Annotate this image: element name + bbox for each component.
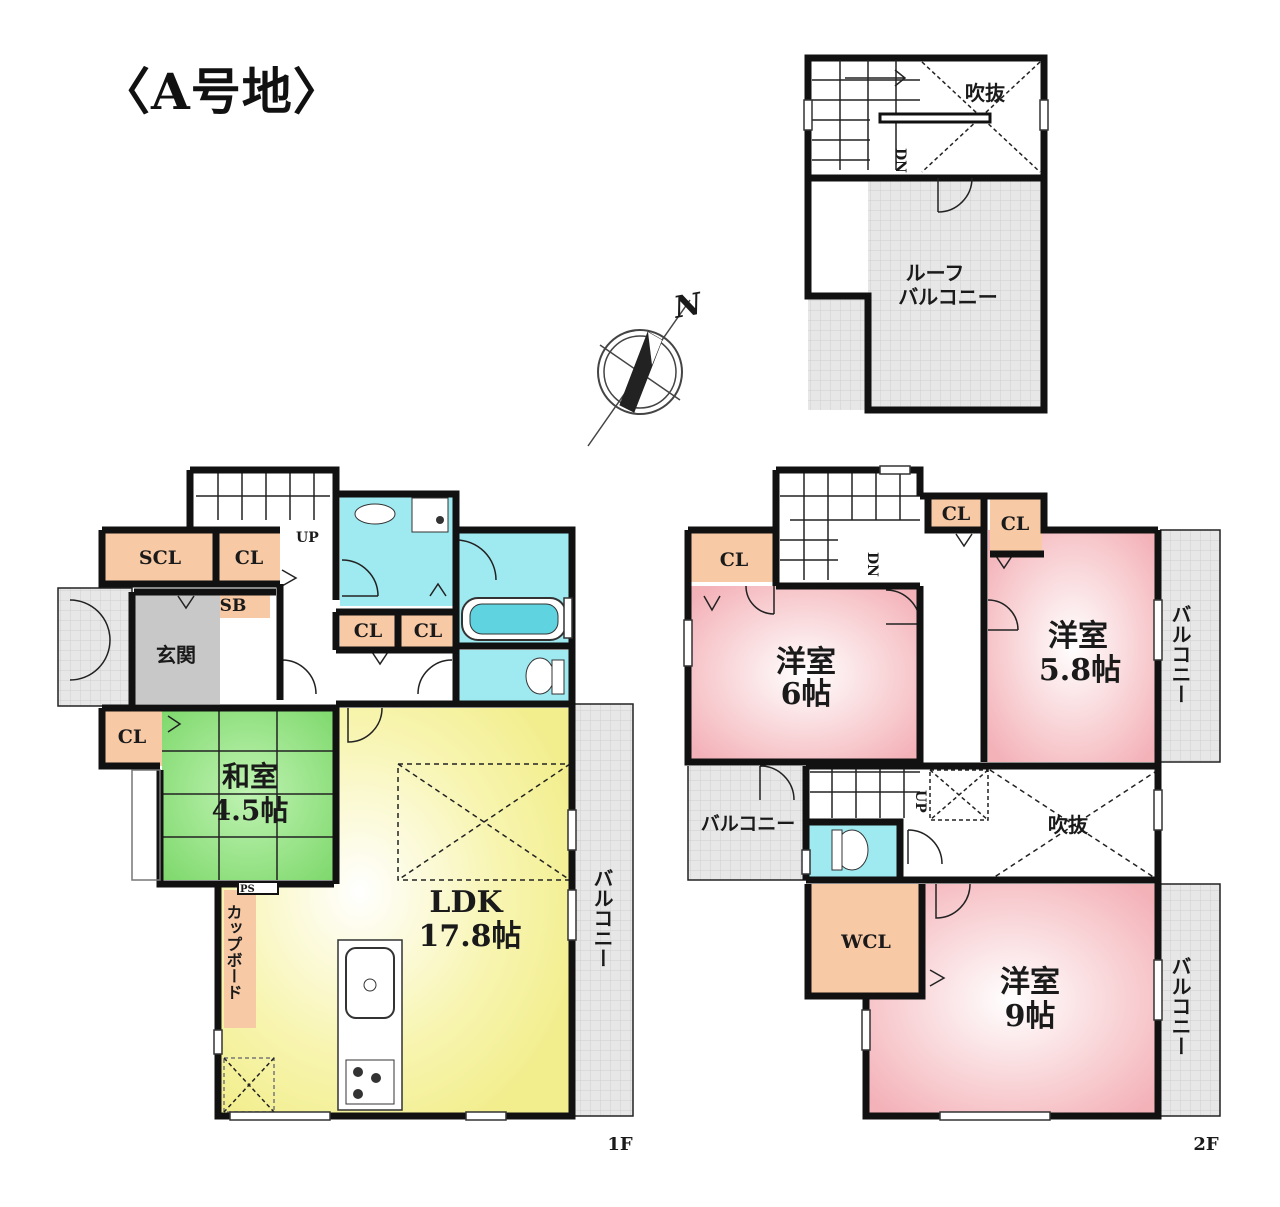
cl-washroom-1-room <box>340 612 396 648</box>
genkan-label: 玄関 <box>156 643 196 667</box>
cupboard <box>224 890 256 1028</box>
washbasin-icon <box>354 503 396 525</box>
floor-3-plan: DN 吹抜 ルーフ バルコニー <box>804 54 1048 414</box>
porch-area <box>58 588 132 706</box>
floor-2-plan: DN UP CL CL CL 洋室 6帖 洋室 5. <box>683 99 1221 1155</box>
room58-name-label: 洋室 <box>1048 619 1108 654</box>
sb-label: SB <box>220 596 247 616</box>
room6-size-label: 6帖 <box>781 677 832 712</box>
room-5-8-jo <box>988 530 1158 762</box>
room-9-jo <box>866 884 1158 1116</box>
balcony-1f-label: バルコニー <box>590 868 614 968</box>
roof-balcony-label-1: ルーフ <box>906 261 965 285</box>
roof-balcony-label-2: バルコニー <box>898 285 998 309</box>
cl-hall-room <box>928 496 984 530</box>
cl-room6-label: CL <box>720 549 748 571</box>
room-6-jo <box>690 586 920 762</box>
cl-entry-label: CL <box>235 547 263 569</box>
cl-hall-label: CL <box>942 503 970 525</box>
ldk-door <box>347 707 383 743</box>
ldk-room <box>218 708 572 1116</box>
roof-fukinuke-label: 吹抜 <box>965 81 1006 105</box>
cupboard-label: カップボード <box>224 904 243 1000</box>
washroom-door <box>341 559 379 597</box>
wcl-room <box>808 884 922 996</box>
stair-1f: UP <box>190 472 336 546</box>
compass-north-label: N <box>670 286 706 326</box>
ps-label: PS <box>240 884 255 895</box>
room6-name-label: 洋室 <box>776 645 836 680</box>
stair-1f-up-label: UP <box>296 530 319 546</box>
balcony-2f-right <box>1160 530 1220 762</box>
toilet-1f-icon <box>525 657 555 695</box>
floor-1-label: 1F <box>607 1134 633 1155</box>
stair-2f-up-label: UP <box>912 790 928 813</box>
cl-room58-label: CL <box>1001 513 1029 535</box>
ldk-size-label: 17.8帖 <box>418 919 521 954</box>
cl-washroom-2-room <box>400 612 456 648</box>
genkan-room <box>134 592 220 704</box>
balcony-2f-right2 <box>1160 884 1220 1116</box>
balcony-2f-left <box>688 766 806 880</box>
room58-size-label: 5.8帖 <box>1039 653 1121 688</box>
wcl-label: WCL <box>840 931 891 953</box>
ldk-name-label: LDK <box>429 885 503 920</box>
cl-washroom-2-label: CL <box>414 620 442 642</box>
cl-washroom-1-label: CL <box>354 620 382 642</box>
scl-room <box>102 530 216 584</box>
balcony-2f-left-label: バルコニー <box>701 813 796 835</box>
stair-2f: DN UP <box>780 472 928 818</box>
entrance-door <box>69 599 111 681</box>
washitsu-size-label: 4.5帖 <box>212 794 289 827</box>
scl-label: SCL <box>139 547 181 569</box>
ps-box <box>237 881 279 895</box>
roof-door <box>937 177 973 213</box>
cl-washitsu-room <box>102 708 162 766</box>
fukinuke-2f-label: 吹抜 <box>1048 813 1089 837</box>
washing-machine-icon <box>411 497 449 533</box>
washitsu-name-label: 和室 <box>222 760 278 793</box>
stair-2f-dn-label: DN <box>864 552 880 577</box>
cl-entry-room <box>216 530 280 584</box>
kitchen-sink-icon <box>345 947 395 1019</box>
cl-room6-room <box>690 530 774 582</box>
page-title: 〈A号地〉 <box>100 62 344 121</box>
roof-stair-dn-label: DN <box>892 148 908 173</box>
room9-name-label: 洋室 <box>1000 965 1060 1000</box>
floor-2-label: 2F <box>1193 1134 1219 1155</box>
compass: N <box>587 286 706 447</box>
floor-1-plan: バルコニー カップボード UP <box>57 466 634 1155</box>
balcony-2f-right2-label: バルコニー <box>1168 956 1192 1056</box>
room9-size-label: 9帖 <box>1005 999 1056 1034</box>
cl-washitsu-label: CL <box>118 726 146 748</box>
roof-outline <box>804 54 1048 414</box>
balcony-1f <box>575 704 633 1116</box>
balcony-2f-right-label: バルコニー <box>1168 604 1192 704</box>
stove-icon <box>345 1059 395 1105</box>
